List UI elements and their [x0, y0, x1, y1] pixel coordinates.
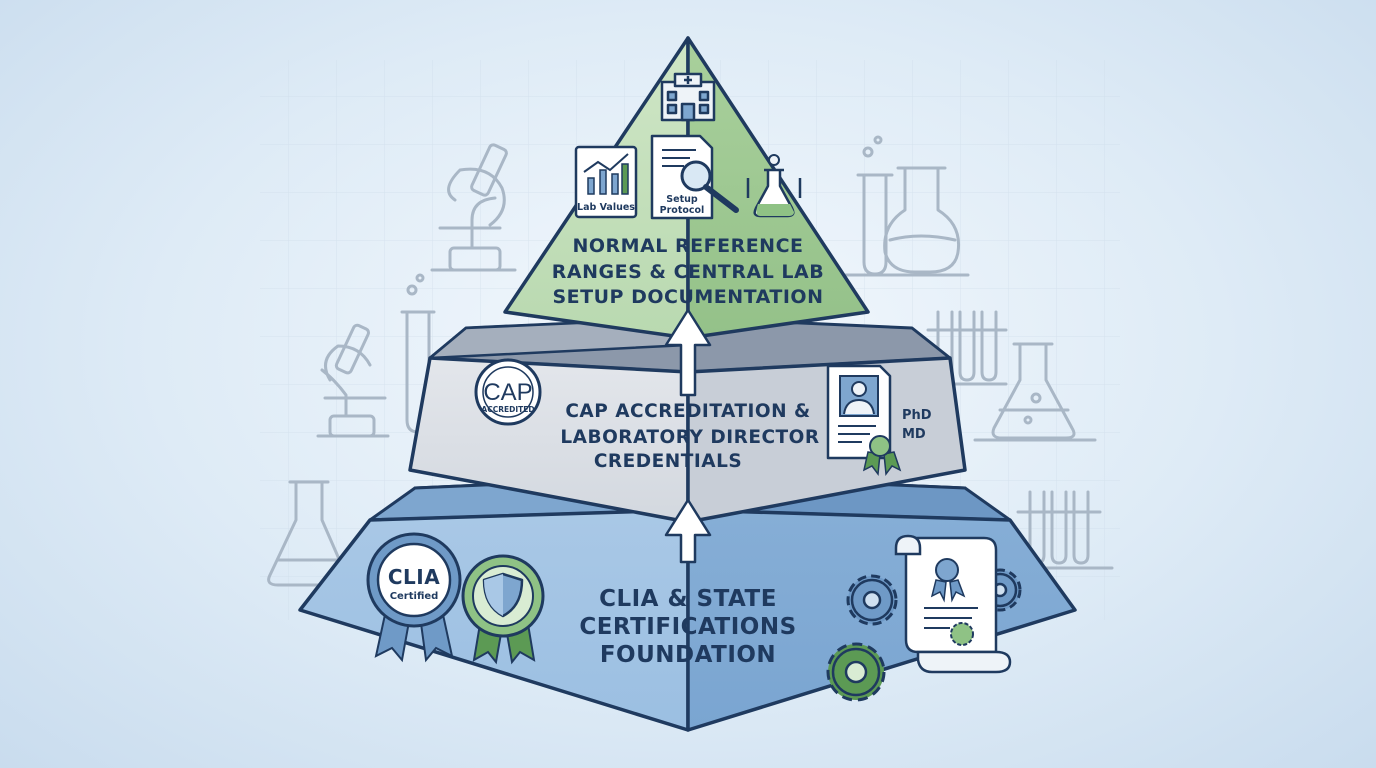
tier-top-line-1: NORMAL REFERENCE: [572, 235, 803, 257]
tier-bottom-line-2: CERTIFICATIONS: [579, 614, 796, 640]
lab-values-chart-icon: Lab Values: [574, 145, 638, 219]
flask-icon: [746, 154, 802, 218]
clia-certified-badge-icon: CLIA Certified: [366, 532, 462, 663]
setup-label: Setup: [666, 194, 698, 205]
cap-accredited-seal-icon: CAP ACCREDITED: [474, 358, 542, 426]
microscope-icon: [430, 143, 517, 272]
arrow-up-icon: [664, 498, 712, 564]
gear-icon: [826, 642, 886, 702]
arrow-up-icon: [664, 308, 712, 397]
clia-badge-main: CLIA: [388, 565, 440, 589]
director-credential-document-icon: [826, 364, 892, 460]
person-avatar-icon: [839, 375, 879, 417]
protocol-label: Protocol: [660, 205, 705, 216]
tier-top-line-3: SETUP DOCUMENTATION: [553, 286, 824, 308]
microscope-icon: [316, 323, 390, 438]
cap-seal-main: CAP: [483, 379, 532, 406]
hospital-building-icon: [660, 72, 716, 122]
shield-badge-icon: [461, 554, 545, 665]
tier-bottom-line-1: CLIA & STATE: [599, 586, 777, 612]
tier-middle-line-1: CAP ACCREDITATION &: [565, 401, 810, 422]
gear-icon: [846, 574, 898, 626]
lab-values-label: Lab Values: [577, 202, 635, 213]
tier-bottom-line-3: FOUNDATION: [600, 642, 776, 668]
tier-middle-line-3: CREDENTIALS: [594, 451, 742, 472]
tier-top-label: NORMAL REFERENCE RANGES & CENTRAL LAB SE…: [552, 235, 824, 308]
magnifying-glass-icon: [680, 160, 739, 213]
credential-phd: PhD: [902, 408, 932, 423]
credential-md: MD: [902, 427, 926, 442]
flask-icon: [838, 166, 970, 277]
award-ribbon-icon: [930, 558, 966, 603]
cap-seal-sub: ACCREDITED: [481, 405, 534, 414]
tier-middle-right-face: [686, 356, 967, 524]
certificate-scroll-icon: [894, 534, 1012, 674]
clia-badge-sub: Certified: [390, 591, 439, 602]
tier-top-line-2: RANGES & CENTRAL LAB: [552, 261, 824, 283]
flask-icon: [973, 342, 1097, 442]
tier-middle-label: CAP ACCREDITATION & LABORATORY DIRECTOR …: [560, 401, 819, 472]
tier-bottom-label: CLIA & STATE CERTIFICATIONS FOUNDATION: [579, 586, 796, 668]
tier-middle-line-2: LABORATORY DIRECTOR: [560, 427, 819, 448]
award-ribbon-icon: [862, 435, 902, 476]
